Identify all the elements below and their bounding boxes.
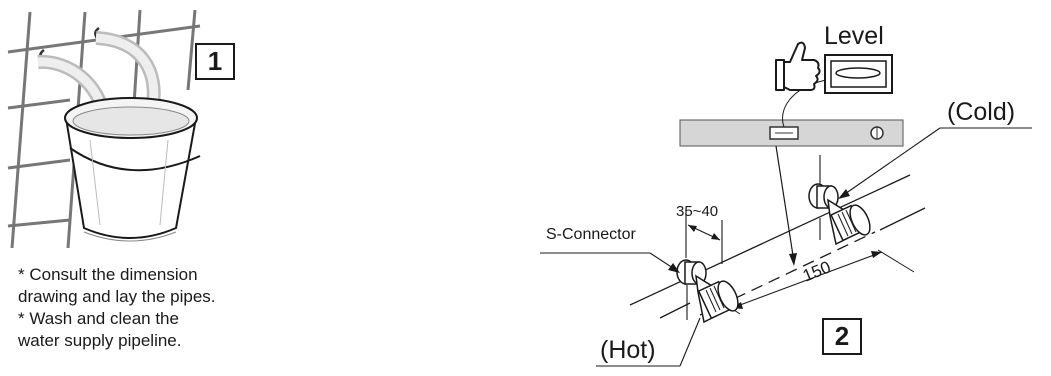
spirit-level-bar bbox=[679, 119, 904, 147]
level-vial-inset bbox=[782, 54, 893, 128]
step2-number: 2 bbox=[834, 321, 850, 351]
step1-number: 1 bbox=[207, 46, 223, 76]
bucket-illustration bbox=[64, 97, 201, 242]
gap-dimension-label: 35~40 bbox=[676, 203, 719, 220]
step1-illustration bbox=[7, 9, 201, 249]
cold-s-connector bbox=[808, 183, 871, 246]
step1-note-line-3: * Wash and clean the bbox=[18, 309, 179, 328]
hot-label: (Hot) bbox=[600, 336, 656, 364]
step1-note-line-4: water supply pipeline. bbox=[18, 331, 182, 350]
thumbs-up-icon bbox=[775, 41, 821, 91]
step2-number-box: 2 bbox=[822, 318, 862, 355]
level-label: Level bbox=[824, 22, 884, 50]
cold-label: (Cold) bbox=[947, 98, 1016, 126]
step1-number-box: 1 bbox=[195, 43, 235, 80]
step1-note-line-2: drawing and lay the pipes. bbox=[18, 287, 216, 306]
s-connector-label: S-Connector bbox=[546, 226, 636, 243]
hot-s-connector bbox=[676, 259, 739, 324]
step1-note-line-1: * Consult the dimension bbox=[18, 265, 198, 284]
